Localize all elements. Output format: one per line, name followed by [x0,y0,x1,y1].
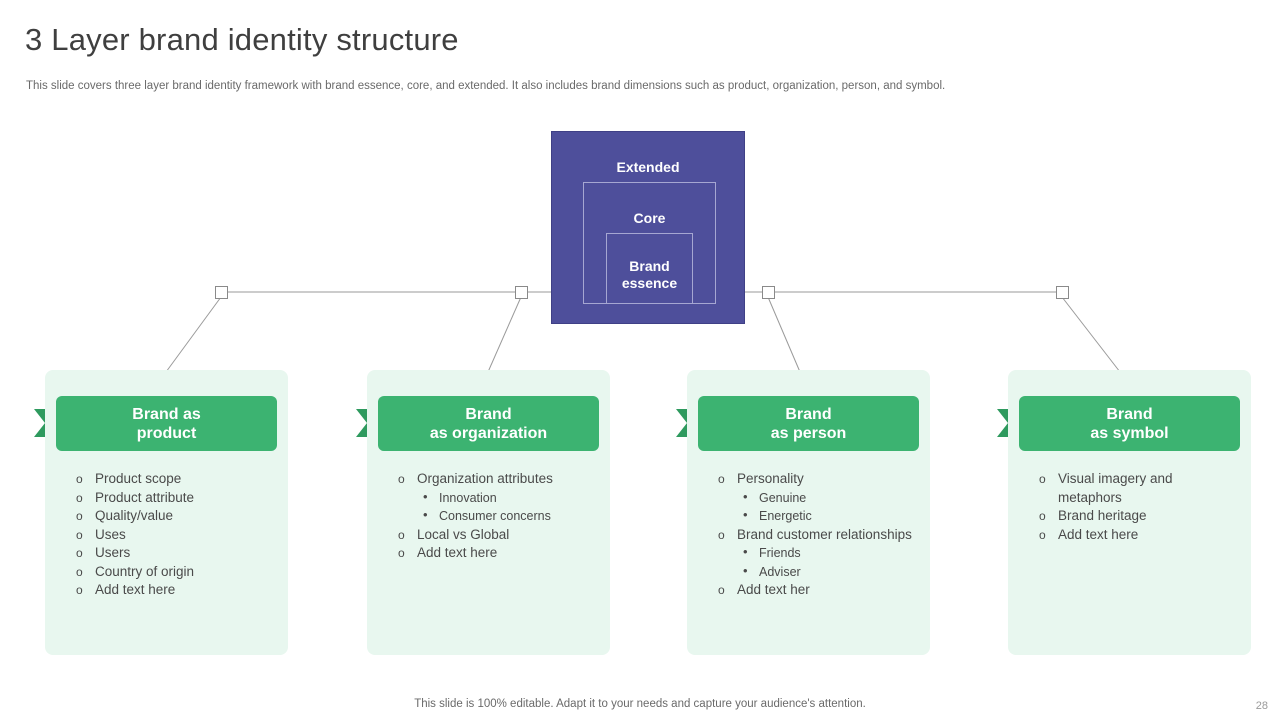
list-item: Personality [715,470,918,489]
layer-extended-label: Extended [616,159,680,175]
page-title: 3 Layer brand identity structure [25,22,459,57]
ribbon-shape [34,409,45,437]
layer-core: Core Brand essence [583,182,716,304]
ribbon-shape [997,409,1008,437]
ribbon-shape [356,409,367,437]
list-item: Add text her [715,581,918,600]
list-item: Adviser [715,562,918,582]
card-brand-as-person[interactable]: Brand as person Personality Genuine Ener… [676,370,930,655]
list-item: Uses [73,526,276,545]
layer-core-label: Core [633,210,666,226]
connector-node-4 [1056,286,1069,299]
list-item: Brand heritage [1036,507,1239,526]
list-item: Country of origin [73,563,276,582]
list-item: Add text here [73,581,276,600]
connector-node-2 [515,286,528,299]
list-item: Quality/value [73,507,276,526]
card-brand-as-product[interactable]: Brand as product Product scope Product a… [34,370,288,655]
list-item: Add text here [1036,526,1239,545]
card-bullet-list: Visual imagery and metaphors Brand herit… [1036,470,1239,544]
card-bullet-list: Organization attributes Innovation Consu… [395,470,598,563]
list-item: Organization attributes [395,470,598,489]
card-title: Brand as person [698,396,919,451]
card-title: Brand as symbol [1019,396,1240,451]
brand-layers-diagram: Extended Core Brand essence [551,131,745,324]
list-item: Brand customer relationships [715,526,918,545]
page-subtitle: This slide covers three layer brand iden… [26,80,946,92]
list-item: Consumer concerns [395,506,598,526]
footer-note: This slide is 100% editable. Adapt it to… [414,698,866,710]
list-item: Friends [715,543,918,563]
ribbon-shape [676,409,687,437]
card-bullet-list: Personality Genuine Energetic Brand cust… [715,470,918,600]
card-title: Brand as organization [378,396,599,451]
list-item: Genuine [715,488,918,508]
list-item: Innovation [395,488,598,508]
connector-node-3 [762,286,775,299]
layer-brand-essence: Brand essence [606,233,693,303]
page-number: 28 [1255,700,1268,712]
list-item: Users [73,544,276,563]
list-item: Local vs Global [395,526,598,545]
card-brand-as-symbol[interactable]: Brand as symbol Visual imagery and metap… [997,370,1251,655]
list-item: Energetic [715,506,918,526]
list-item: Product scope [73,470,276,489]
list-item: Product attribute [73,489,276,508]
connector-node-1 [215,286,228,299]
layer-brand-essence-label: Brand essence [621,258,678,291]
card-brand-as-organization[interactable]: Brand as organization Organization attri… [356,370,610,655]
card-bullet-list: Product scope Product attribute Quality/… [73,470,276,600]
list-item: Add text here [395,544,598,563]
list-item: Visual imagery and metaphors [1036,470,1239,507]
card-title: Brand as product [56,396,277,451]
